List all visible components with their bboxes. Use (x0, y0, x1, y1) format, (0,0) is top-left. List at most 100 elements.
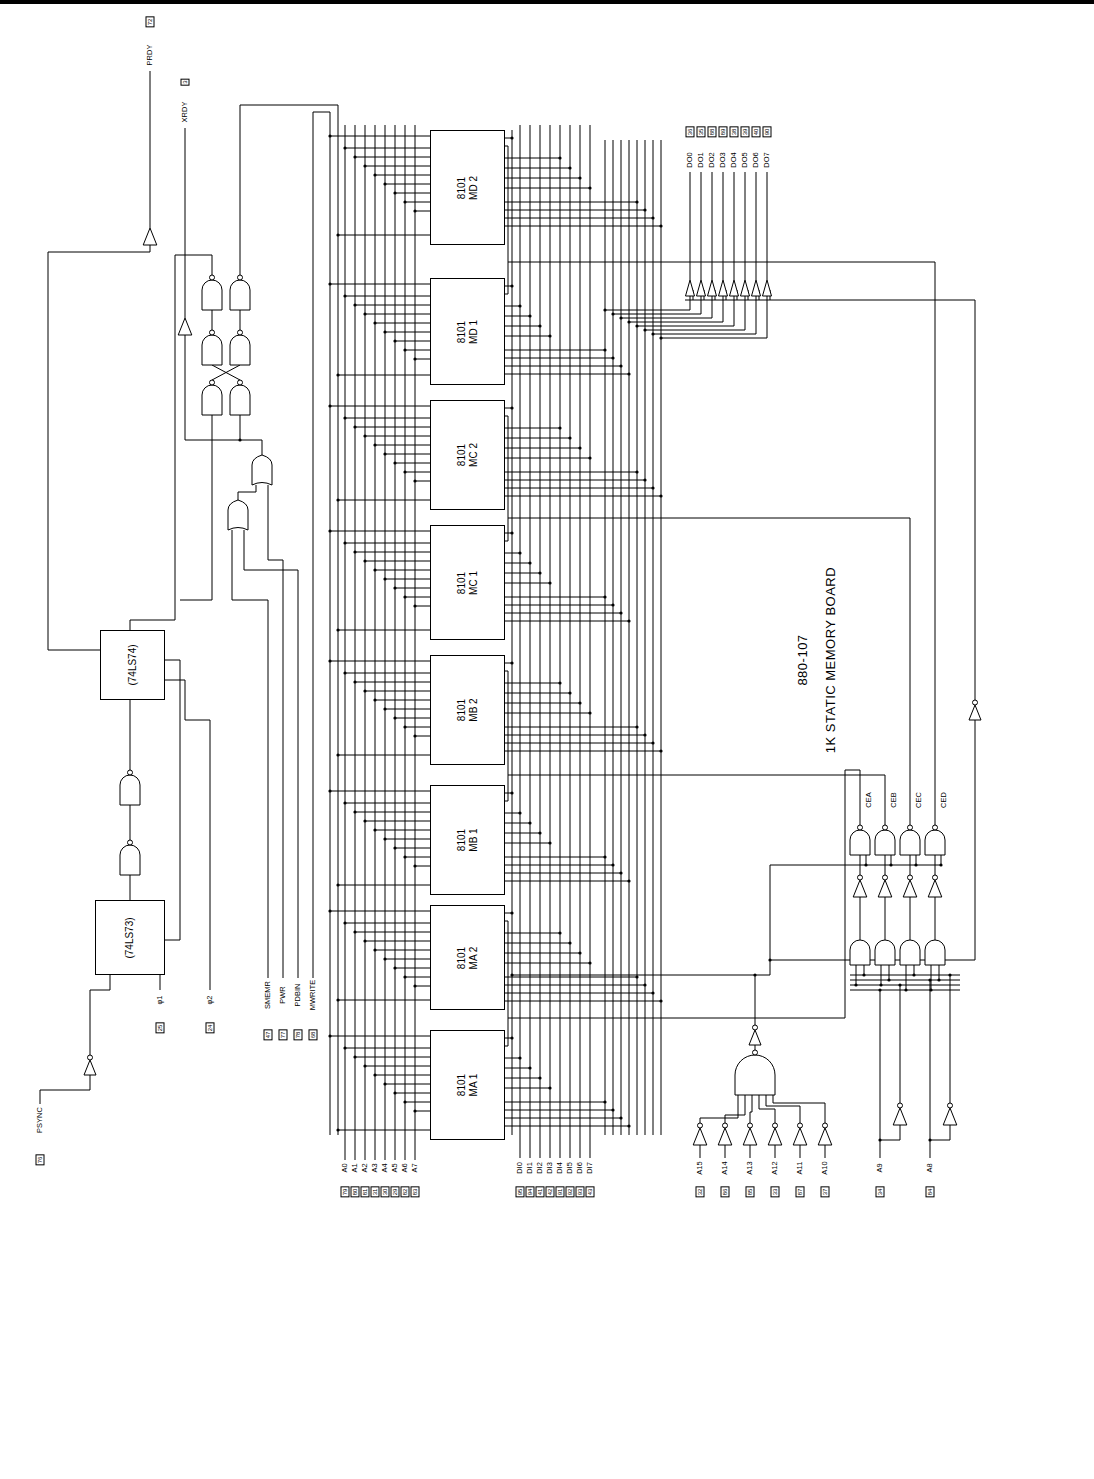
data-in-stub (505, 306, 520, 307)
data-out-stub (505, 1110, 613, 1111)
pin-number: 47 (264, 1030, 273, 1041)
data-in-stub (505, 713, 590, 714)
wire (881, 965, 882, 985)
pin-number: 79 (341, 1187, 350, 1198)
junction-dot (363, 819, 366, 822)
junction-dot (528, 1066, 531, 1069)
junction-dot (887, 978, 890, 981)
chip-label-group: 8101MB 1 (456, 828, 480, 851)
part-number: 8101 (456, 320, 468, 344)
pin-number: 80 (351, 1187, 360, 1198)
junction-dot (413, 1109, 416, 1112)
wire (268, 485, 283, 978)
signal-name: CEC (915, 791, 923, 809)
wire (825, 1145, 826, 1158)
output-disable-stub (338, 630, 430, 631)
data-out-stub (505, 865, 613, 866)
wire (773, 1095, 825, 1123)
inverter-symbol (943, 1108, 957, 1125)
junction-dot (413, 357, 416, 360)
inverter-symbol (743, 1128, 757, 1145)
junction-dot (393, 966, 396, 969)
data-out-stub (505, 350, 605, 351)
wire (931, 965, 932, 990)
inverter-symbol (749, 1030, 761, 1045)
junction-dot (353, 930, 356, 933)
wire (889, 965, 890, 980)
reference-designator: MA 2 (468, 946, 480, 969)
junction-dot (393, 461, 396, 464)
wire (700, 1145, 701, 1158)
inversion-bubble (748, 1123, 753, 1128)
address-stub (395, 463, 430, 464)
signal-name: DO6 (752, 151, 760, 168)
address-stub (355, 157, 430, 158)
chip-label-group: 8101MB 2 (456, 698, 480, 721)
junction-dot (643, 733, 646, 736)
or-gate (252, 455, 272, 485)
data-in-bus-line (540, 125, 541, 1158)
buffer-input (645, 296, 745, 330)
signal-name: DO7 (763, 151, 771, 168)
signal-name: DI5 (566, 1161, 574, 1175)
read-write-stub (330, 1036, 430, 1037)
reference-designator: MD 1 (468, 320, 480, 344)
and-gate (850, 940, 870, 965)
inverter-symbol (693, 1128, 707, 1145)
data-in-stub (505, 583, 550, 584)
junction-dot (328, 404, 331, 407)
junction-dot (603, 1100, 606, 1103)
data-in-bus-line (560, 125, 561, 1158)
junction-dot (328, 789, 331, 792)
junction-dot (510, 531, 513, 534)
address-bus-line (395, 125, 396, 1160)
data-out-stub (505, 218, 653, 219)
junction-dot (879, 983, 882, 986)
data-out-stub (505, 488, 653, 489)
read-write-stub (330, 406, 430, 407)
junction-dot (403, 200, 406, 203)
data-in-bus-line (550, 125, 551, 1158)
address-stub (345, 923, 430, 924)
junction-dot (336, 373, 339, 376)
address-stub (415, 359, 430, 360)
junction-dot (528, 821, 531, 824)
address-stub (395, 718, 430, 719)
junction-dot (578, 176, 581, 179)
buffer-symbol (697, 280, 706, 296)
inversion-bubble (858, 825, 863, 830)
data-in-bus-line (520, 125, 521, 1158)
junction-dot (510, 661, 513, 664)
address-stub (395, 588, 430, 589)
data-in-stub (505, 168, 570, 169)
data-in-stub (505, 693, 570, 694)
address-stub (345, 673, 430, 674)
wire (750, 1145, 751, 1158)
address-stub (345, 148, 430, 149)
inversion-bubble (238, 275, 243, 280)
junction-dot (328, 282, 331, 285)
data-in-stub (505, 553, 520, 554)
wire (935, 897, 936, 940)
and-gate (925, 940, 945, 965)
junction-dot (343, 801, 346, 804)
junction-dot (510, 1036, 513, 1039)
junction-dot (568, 691, 571, 694)
inversion-bubble (128, 770, 133, 775)
inversion-bubble (933, 825, 938, 830)
junction-dot (659, 336, 662, 339)
chip-enable-jog (508, 671, 509, 801)
wire (725, 1095, 745, 1123)
junction-dot (343, 671, 346, 674)
junction-dot (611, 312, 614, 315)
data-out-line (723, 172, 724, 280)
data-in-stub (505, 823, 530, 824)
address-stub (375, 830, 430, 831)
inversion-bubble (210, 275, 215, 280)
signal-name: DO5 (741, 151, 749, 168)
nand-gate (202, 280, 222, 310)
junction-dot (948, 973, 951, 976)
address-stub (375, 950, 430, 951)
junction-dot (558, 931, 561, 934)
junction-dot (651, 741, 654, 744)
